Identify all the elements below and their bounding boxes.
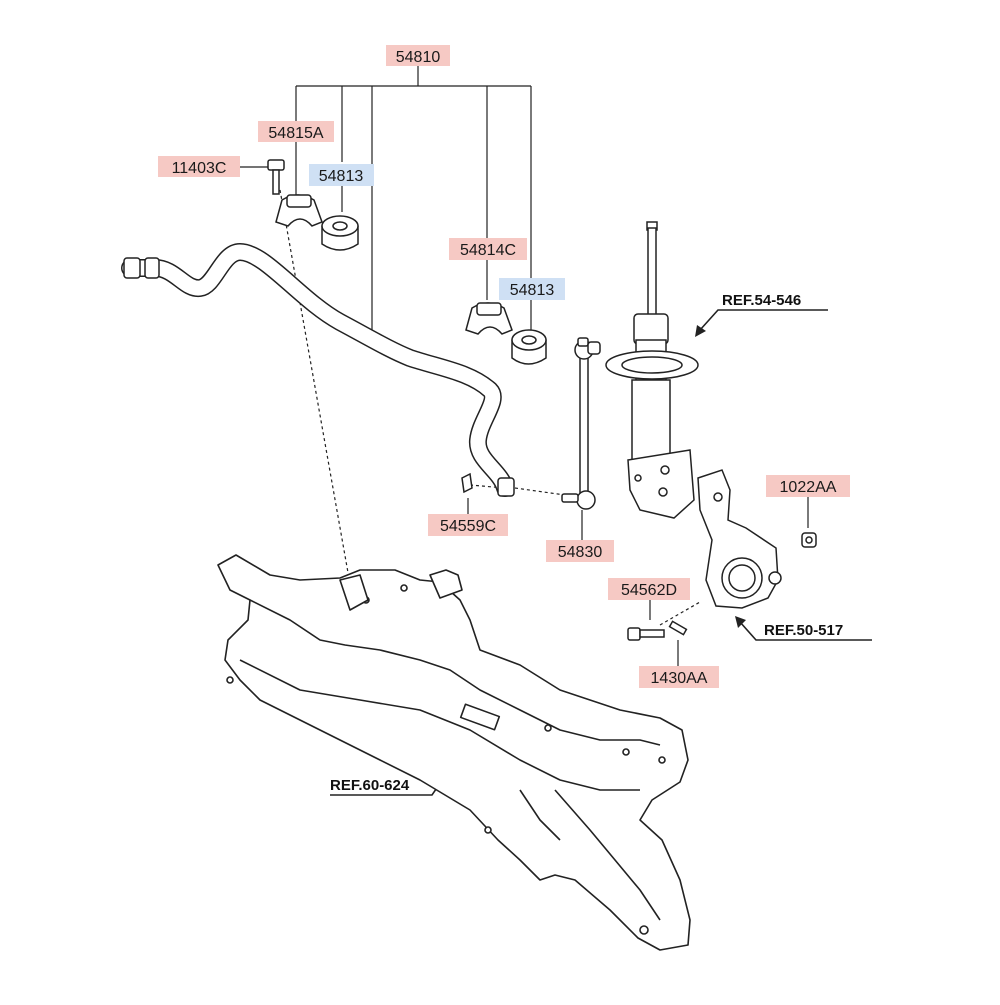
label-54813-upper: 54813 (309, 164, 374, 186)
nut-1022AA (801, 532, 817, 548)
ref-54-546-text: REF.54-546 (722, 292, 801, 309)
ref-50-517: REF.50-517 (764, 622, 843, 639)
label-54830: 54830 (546, 540, 614, 562)
bolt-54562D (627, 627, 665, 641)
ref-50-517-text: REF.50-517 (764, 622, 843, 639)
label-54562D: 54562D (608, 578, 690, 600)
ref-54-546: REF.54-546 (722, 292, 801, 309)
label-54815A-text: 54815A (268, 125, 323, 142)
steering-knuckle (697, 469, 782, 609)
bushing-54813-lower (511, 329, 547, 365)
label-1430AA: 1430AA (639, 666, 719, 688)
pin-1430AA (668, 620, 688, 636)
label-11403C: 11403C (158, 156, 240, 177)
label-1022AA-text: 1022AA (780, 479, 837, 496)
label-54562D-text: 54562D (621, 582, 677, 599)
label-54559C: 54559C (428, 514, 508, 536)
label-54815A: 54815A (258, 121, 334, 142)
label-54814C: 54814C (449, 238, 527, 260)
stabilizer-bar (121, 243, 515, 497)
label-54813-lower: 54813 (499, 278, 565, 300)
bushing-54813-upper (321, 215, 359, 251)
ref-60-624: REF.60-624 (330, 777, 410, 794)
label-54810-text: 54810 (396, 49, 441, 66)
label-54810: 54810 (386, 45, 450, 66)
subframe (217, 554, 691, 951)
bracket-54814C (465, 302, 513, 335)
label-54830-text: 54830 (558, 544, 603, 561)
label-54813-upper-text: 54813 (319, 168, 364, 185)
bolt-11403C (267, 159, 285, 195)
ref-60-624-text: REF.60-624 (330, 777, 410, 794)
strut-assembly (605, 221, 699, 519)
label-1430AA-text: 1430AA (651, 670, 708, 687)
label-54813-lower-text: 54813 (510, 282, 555, 299)
label-54814C-text: 54814C (460, 242, 516, 259)
label-11403C-text: 11403C (172, 160, 227, 177)
label-54559C-text: 54559C (440, 518, 496, 535)
nut-54559C (461, 472, 473, 494)
leader-lines (240, 66, 809, 668)
stabilizer-link-54830 (561, 337, 601, 510)
bracket-54815A (275, 194, 323, 227)
label-1022AA: 1022AA (766, 475, 850, 497)
